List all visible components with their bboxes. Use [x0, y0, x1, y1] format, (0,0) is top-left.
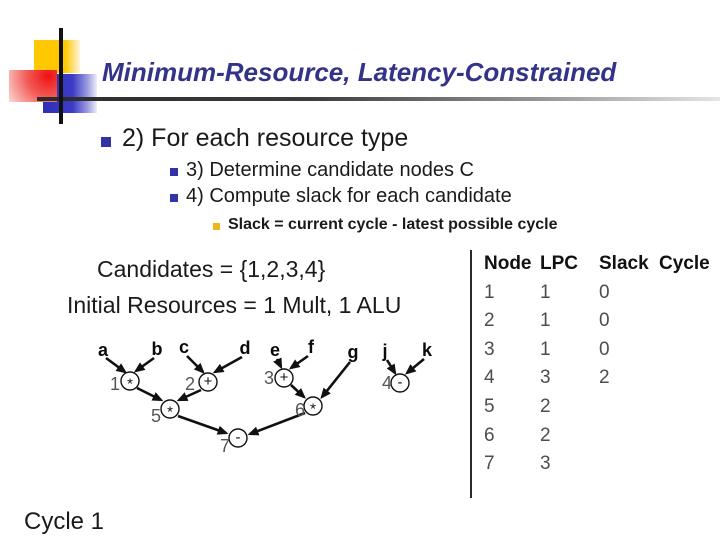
- bullet-square-icon: [170, 168, 178, 176]
- graph-node-op-7: -: [236, 429, 241, 446]
- graph-edge-6-7: [247, 411, 306, 436]
- graph-edge-5-7: [177, 414, 229, 435]
- table-cell: [644, 368, 690, 397]
- table-cell: [644, 340, 690, 369]
- table-cell: 3: [540, 453, 551, 475]
- bullet-level2-a: 3) Determine candidate nodes C: [186, 159, 474, 181]
- graph-input-b: b: [152, 339, 163, 359]
- graph-node-7: [228, 428, 248, 448]
- page-title: Minimum-Resource, Latency-Constrained: [102, 57, 617, 87]
- table-cell: 3: [540, 367, 551, 389]
- graph-input-c: c: [179, 337, 189, 357]
- graph-node-number-3: 3: [264, 368, 274, 388]
- graph-input-g: g: [348, 342, 359, 362]
- table-cell: [587, 454, 644, 483]
- table-cell: [587, 426, 644, 455]
- graph-nodes: *1+2+3-4*5*6-7: [110, 368, 410, 456]
- graph-node-op-1: *: [127, 376, 133, 393]
- table-cell: 7: [484, 453, 495, 475]
- graph-input-j: j: [381, 341, 387, 361]
- graph-node-number-5: 5: [151, 406, 161, 426]
- table-cell: 1: [540, 310, 551, 332]
- slack-table: Node LPC Slack Cycle 1 1 0 2 1 0 3 1 0 4 3 2 5 2 6 2 7 3: [484, 253, 710, 483]
- bullet-level3: Slack = current cycle - latest possible …: [228, 216, 558, 233]
- graph-edge-c-2: [186, 355, 205, 374]
- table-cell: [644, 283, 690, 312]
- graph-edges: [105, 354, 425, 436]
- graph-edge-a-1: [105, 356, 128, 374]
- graph-edge-j-4: [385, 359, 397, 376]
- table-cell: 0: [599, 281, 610, 303]
- table-header-lpc: LPC: [540, 253, 578, 274]
- graph-node-5: [160, 399, 180, 419]
- graph-node-op-3: +: [280, 369, 289, 386]
- graph-input-a: a: [98, 340, 109, 360]
- graph-edge-e-3: [273, 357, 283, 370]
- table-cell: 1: [540, 338, 551, 360]
- table-cell: 2: [540, 395, 551, 417]
- graph-edge-b-1: [133, 356, 155, 373]
- table-cell: 2: [599, 367, 610, 389]
- table-cell: 2: [540, 424, 551, 446]
- table-cell: [644, 426, 690, 455]
- graph-edge-d-2: [212, 355, 243, 374]
- graph-node-op-4: -: [398, 374, 403, 391]
- graph-node-number-6: 6: [295, 400, 305, 420]
- graph-input-k: k: [422, 340, 433, 360]
- graph-edge-k-4: [404, 357, 425, 375]
- table-cell: 3: [484, 338, 495, 360]
- cycle-label: Cycle 1: [24, 508, 105, 535]
- table-left-rule: [470, 250, 472, 498]
- table-cell: [644, 397, 690, 426]
- table-cell: 4: [484, 367, 495, 389]
- bullet-level1: 2) For each resource type: [122, 124, 409, 152]
- graph-edge-1-5: [136, 386, 164, 402]
- graph-node-number-2: 2: [185, 374, 195, 394]
- graph-edge-f-3: [288, 354, 309, 370]
- graph-node-op-5: *: [167, 404, 173, 421]
- table-cell: 2: [484, 310, 495, 332]
- graph-node-6: [303, 396, 323, 416]
- table-cell: 0: [599, 338, 610, 360]
- title-underline-rule: [37, 97, 720, 101]
- table-cell: 1: [484, 281, 495, 303]
- graph-input-d: d: [240, 338, 251, 358]
- table-cell: 5: [484, 395, 495, 417]
- graph-input-f: f: [308, 337, 315, 357]
- resources-line: Initial Resources = 1 Mult, 1 ALU: [67, 292, 402, 318]
- bullet-square-icon-yellow: [213, 223, 220, 230]
- graph-edge-3-6: [290, 384, 306, 399]
- graph-input-e: e: [270, 340, 280, 360]
- table-cell: 6: [484, 424, 495, 446]
- candidates-line: Candidates = {1,2,3,4}: [97, 256, 326, 282]
- table-cell: [644, 454, 690, 483]
- logo-red-square: [9, 70, 57, 102]
- graph-edge-2-5: [176, 388, 202, 402]
- table-header-slack: Slack: [599, 253, 649, 274]
- table-cell: [644, 311, 690, 340]
- table-header-cycle: Cycle: [659, 253, 710, 274]
- graph-node-number-7: 7: [220, 436, 230, 456]
- graph-node-3: [274, 368, 294, 388]
- table-cell: [587, 397, 644, 426]
- graph-node-op-6: *: [310, 401, 316, 418]
- logo-yellow-square: [34, 40, 80, 73]
- graph-node-4: [390, 373, 410, 393]
- logo-vertical-rule: [59, 28, 63, 124]
- bullet-square-icon: [101, 137, 111, 147]
- table-cell: 1: [540, 281, 551, 303]
- graph-node-1: [120, 371, 140, 391]
- bullet-level2-b: 4) Compute slack for each candidate: [186, 185, 512, 207]
- graph-node-number-4: 4: [382, 373, 392, 393]
- bullet-square-icon: [170, 194, 178, 202]
- graph-node-number-1: 1: [110, 374, 120, 394]
- table-header-node: Node: [484, 253, 532, 274]
- graph-node-2: [198, 372, 218, 392]
- table-cell: 0: [599, 310, 610, 332]
- graph-edge-g-6: [320, 361, 352, 400]
- graph-node-op-2: +: [204, 373, 213, 390]
